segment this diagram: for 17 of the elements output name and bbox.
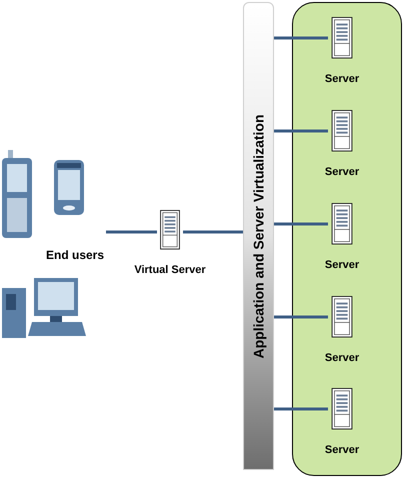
node-label: Server	[324, 442, 360, 458]
node-label: Server	[324, 72, 360, 86]
connector-line	[274, 130, 328, 132]
connector-line	[274, 408, 328, 410]
connector-line	[106, 230, 157, 234]
node-label: Server	[324, 258, 360, 272]
connector-line	[274, 222, 328, 226]
connector-line	[274, 36, 328, 40]
node-label: Virtual Server	[134, 262, 206, 278]
node-label: Server	[324, 350, 360, 366]
connector-line	[183, 230, 243, 234]
bar-label: Application and Server Virtualization	[249, 114, 268, 358]
virtualization-bar	[243, 2, 274, 470]
server-group-panel	[292, 2, 402, 476]
node-label: Server	[324, 164, 360, 180]
connector-line	[274, 316, 328, 318]
node-label: End users	[46, 247, 104, 264]
